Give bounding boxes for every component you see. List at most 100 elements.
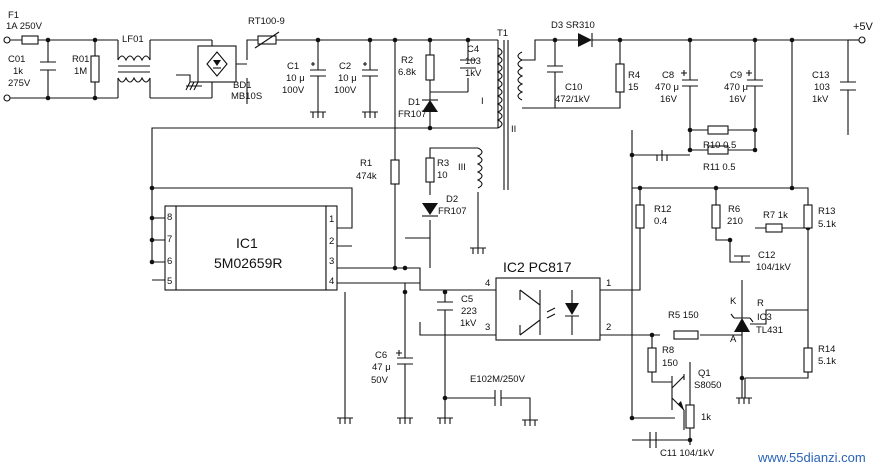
label-c10-value: 472/1kV <box>555 94 591 105</box>
label-r4-ref: R4 <box>628 70 640 81</box>
earth-ground-icon <box>185 81 202 91</box>
output-voltage-label: +5V <box>853 21 874 33</box>
label-c12-ref: C12 <box>758 250 775 261</box>
label-ic2: IC2 PC817 <box>503 259 572 275</box>
label-r14-ref: R14 <box>818 344 835 355</box>
label-r6-ref: R6 <box>728 204 740 215</box>
label-ic3-value: TL431 <box>756 325 783 336</box>
resistor-r8-symbol <box>647 347 657 373</box>
component-labels: F1 1A 250V C01 1k 275V R01 1M LF01 BD1 M… <box>6 10 836 459</box>
label-r10: R10 0.5 <box>703 140 736 151</box>
label-d3: D3 SR310 <box>551 20 595 31</box>
resistor-r1-symbol <box>390 159 400 185</box>
label-f1-value: 1A 250V <box>6 21 43 32</box>
winding-primary-label: I <box>481 96 484 107</box>
label-c4-value: 103 <box>465 56 481 67</box>
label-q1-value: S8050 <box>694 380 721 391</box>
label-t1: T1 <box>497 28 508 39</box>
tl431-ic3-symbol <box>730 302 808 342</box>
capacitor-c12-symbol <box>734 255 750 263</box>
tl431-pin-k: K <box>730 296 737 307</box>
transistor-q1-symbol <box>652 375 685 411</box>
label-c2-voltage: 100V <box>334 85 357 96</box>
label-d2-value: FR107 <box>438 206 467 217</box>
ic2-pin-4: 4 <box>485 278 490 289</box>
label-bd1-ref: BD1 <box>233 80 251 91</box>
label-c13-value: 103 <box>814 82 830 93</box>
label-r14-value: 5.1k <box>818 356 836 367</box>
label-c8-value: 470 μ <box>655 82 679 93</box>
ic2-optocoupler <box>495 277 601 341</box>
output-terminal <box>858 36 866 44</box>
resistor-r13-symbol <box>803 204 813 229</box>
label-r12-ref: R12 <box>654 204 671 215</box>
y-capacitor-e102m-symbol <box>494 390 516 406</box>
capacitor-c8-symbol <box>681 70 698 94</box>
label-c1-voltage: 100V <box>282 85 305 96</box>
label-c6-voltage: 50V <box>371 375 389 386</box>
tl431-pin-a: A <box>730 334 737 345</box>
ac-input-terminal-bottom <box>3 94 11 102</box>
resistor-r2-symbol <box>425 54 435 81</box>
label-d2-ref: D2 <box>446 194 458 205</box>
ic1-pin-3: 3 <box>329 256 334 267</box>
label-c13-voltage: 1kV <box>812 94 829 105</box>
diode-d1-symbol <box>422 92 438 122</box>
label-d1-ref: D1 <box>408 97 420 108</box>
label-r12-value: 0.4 <box>654 216 667 227</box>
ic1-pin-4: 4 <box>329 276 334 287</box>
ic1-pin-6: 6 <box>167 256 172 267</box>
label-c11: C11 104/1kV <box>660 448 715 459</box>
label-1k-resistor: 1k <box>701 412 711 423</box>
label-r2-ref: R2 <box>401 55 413 66</box>
label-r5: R5 150 <box>668 310 699 321</box>
label-r6-value: 210 <box>727 216 743 227</box>
fuse-f1-symbol <box>21 35 39 45</box>
capacitor-c01-symbol <box>40 58 56 82</box>
label-r1-value: 474k <box>356 171 377 182</box>
ground-icon-c1-c2 <box>310 111 378 118</box>
ic2-pin-2: 2 <box>606 322 611 333</box>
label-c10-ref: C10 <box>565 82 582 93</box>
label-c5-voltage: 1kV <box>460 318 477 329</box>
resistor-r10-symbol <box>707 125 729 135</box>
capacitor-c1-symbol <box>310 62 326 80</box>
ic2-pin-1: 1 <box>606 278 611 289</box>
label-r11: R11 0.5 <box>703 162 736 173</box>
resistor-r01-symbol <box>90 55 100 83</box>
capacitor-c2-symbol <box>362 62 378 80</box>
thermistor-rt-symbol <box>254 31 280 49</box>
resistor-r12-symbol <box>635 204 645 229</box>
label-c1-value: 10 μ <box>286 73 305 84</box>
watermark: www.55dianzi.com <box>757 450 866 465</box>
label-ic3-ref: IC3 <box>757 312 772 323</box>
label-c01-ref: C01 <box>8 54 25 65</box>
winding-secondary-label: II <box>511 124 516 135</box>
label-c5-ref: C5 <box>461 294 473 305</box>
resistor-r3-symbol <box>425 157 435 183</box>
junctions <box>45 37 811 443</box>
label-bd1-value: MB10S <box>231 91 262 102</box>
ic1-pin-1: 1 <box>329 214 334 225</box>
capacitor-c10-symbol <box>547 64 563 84</box>
label-c4-ref: C4 <box>467 44 479 55</box>
label-r2-value: 6.8k <box>398 67 416 78</box>
resistor-1k-symbol <box>685 404 695 429</box>
diode-d2-symbol <box>422 203 438 217</box>
label-e102m: E102M/250V <box>470 374 526 385</box>
wiring <box>10 39 849 445</box>
label-c1-ref: C1 <box>287 61 299 72</box>
label-lf01: LF01 <box>122 34 144 45</box>
ic1-pin-8: 8 <box>167 212 172 223</box>
ground-icon-secondary <box>654 154 670 161</box>
label-c6-value: 47 μ <box>372 362 391 373</box>
resistor-r6-symbol <box>711 204 721 229</box>
label-c9-ref: C9 <box>730 70 742 81</box>
label-r8-ref: R8 <box>662 345 674 356</box>
label-r1-ref: R1 <box>360 158 372 169</box>
label-d1-value: FR107 <box>398 109 427 120</box>
winding-labels: I II III <box>458 96 516 173</box>
bridge-rectifier-bd1-symbol <box>197 40 247 98</box>
ic1-pin-numbers: 8 7 6 5 1 2 3 4 <box>167 212 334 287</box>
